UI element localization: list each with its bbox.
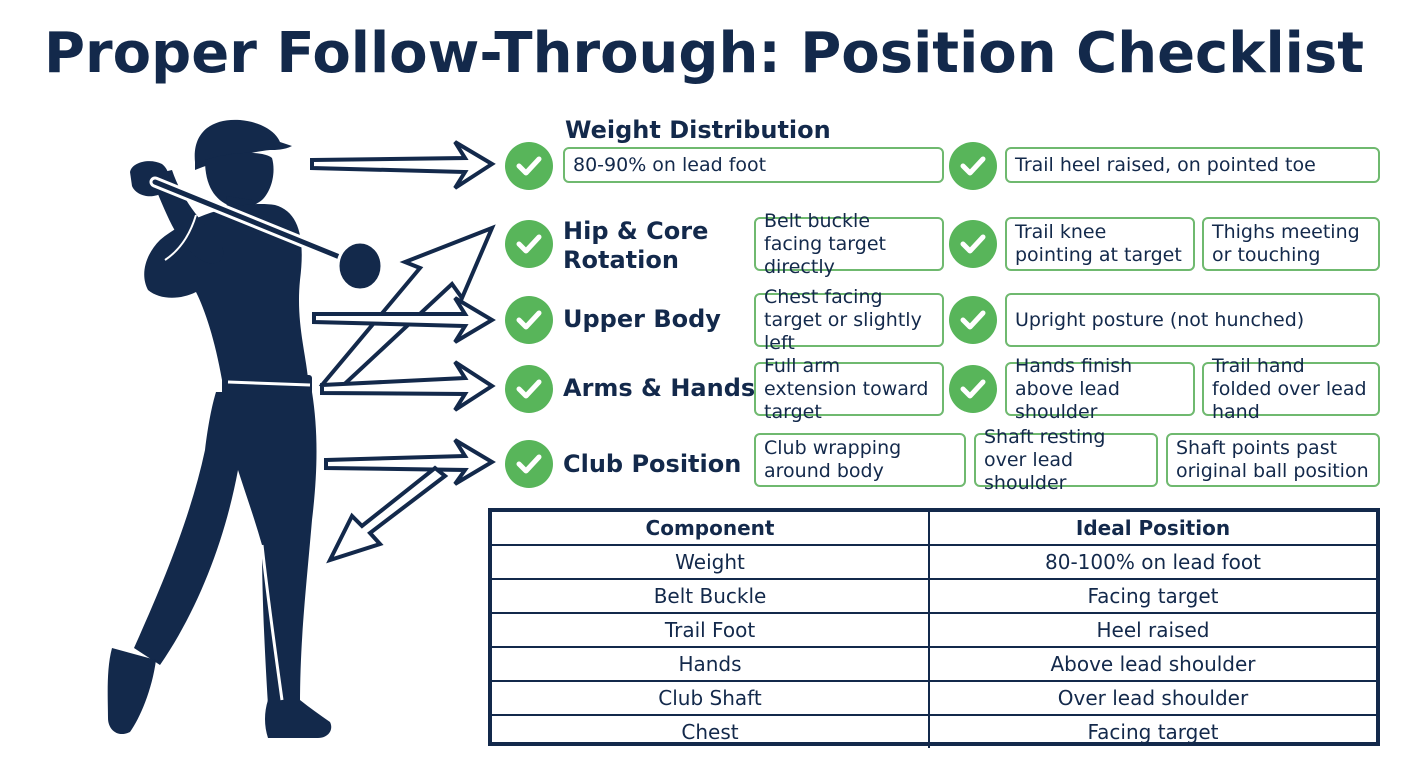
check-circle-icon [505, 220, 553, 268]
check-circle-icon [949, 365, 997, 413]
table-cell: Club Shaft [492, 680, 930, 716]
checklist-item: Belt buckle facing target directly [754, 210, 944, 278]
table-cell: Weight [492, 544, 930, 580]
checklist-item: Shaft resting over lead shoulder [974, 426, 1158, 494]
table-header: Ideal Position [928, 512, 1376, 546]
hip-core-rotation-label: Hip & Core Rotation [563, 217, 709, 274]
arrow-to-weight [310, 140, 496, 190]
checklist-item: Club wrapping around body [754, 433, 966, 487]
table-cell: Above lead shoulder [928, 646, 1376, 682]
checklist-item: Trail knee pointing at target [1005, 217, 1195, 271]
checklist-item: Upright posture (not hunched) [1005, 293, 1380, 347]
arrow-to-shaft [326, 465, 449, 564]
table-cell: 80-100% on lead foot [928, 544, 1376, 580]
check-circle-icon [505, 142, 553, 190]
table-header: Component [492, 512, 930, 546]
arrow-to-hip [318, 224, 496, 395]
table-row: Chest Facing target [492, 714, 1376, 748]
club-position-label: Club Position [563, 450, 742, 478]
check-circle-icon [949, 142, 997, 190]
upper-body-label: Upper Body [563, 305, 721, 333]
check-circle-icon [505, 365, 553, 413]
check-circle-icon [949, 220, 997, 268]
checklist-item: Trail heel raised, on pointed toe [1005, 147, 1380, 183]
checklist-item: Hands finish above lead shoulder [1005, 355, 1195, 423]
table-cell: Over lead shoulder [928, 680, 1376, 716]
table-row: Club Shaft Over lead shoulder [492, 680, 1376, 716]
table-cell: Hands [492, 646, 930, 682]
table-row: Trail Foot Heel raised [492, 612, 1376, 648]
golfer-silhouette-icon [107, 119, 384, 738]
arrow-to-upper [312, 296, 496, 344]
checklist-item: Shaft points past original ball position [1166, 433, 1380, 487]
arrow-to-club [324, 438, 496, 486]
pointer-arrows [310, 140, 496, 564]
table-row: Belt Buckle Facing target [492, 578, 1376, 614]
table-row: Hands Above lead shoulder [492, 646, 1376, 682]
table-cell: Facing target [928, 714, 1376, 748]
table-header-row: Component Ideal Position [492, 512, 1376, 546]
check-circle-icon [505, 296, 553, 344]
checklist-item: Trail hand folded over lead hand [1202, 355, 1380, 423]
table-cell: Chest [492, 714, 930, 748]
checklist-item: Full arm extension toward target [754, 355, 944, 423]
arms-hands-label: Arms & Hands [563, 374, 756, 402]
checklist-item: Chest facing target or slightly left [754, 286, 944, 354]
table-row: Weight 80-100% on lead foot [492, 544, 1376, 580]
checklist-item: 80-90% on lead foot [563, 147, 944, 183]
arrow-to-arms [320, 360, 496, 412]
checklist-item: Thighs meeting or touching [1202, 217, 1380, 271]
ideal-position-table: Component Ideal Position Weight 80-100% … [488, 508, 1380, 748]
page-title: Proper Follow-Through: Position Checklis… [44, 21, 1364, 86]
check-circle-icon [949, 296, 997, 344]
table-cell: Trail Foot [492, 612, 930, 648]
table-cell: Belt Buckle [492, 578, 930, 614]
table-cell: Heel raised [928, 612, 1376, 648]
check-circle-icon [505, 440, 553, 488]
table-cell: Facing target [928, 578, 1376, 614]
weight-distribution-label: Weight Distribution [565, 116, 831, 144]
